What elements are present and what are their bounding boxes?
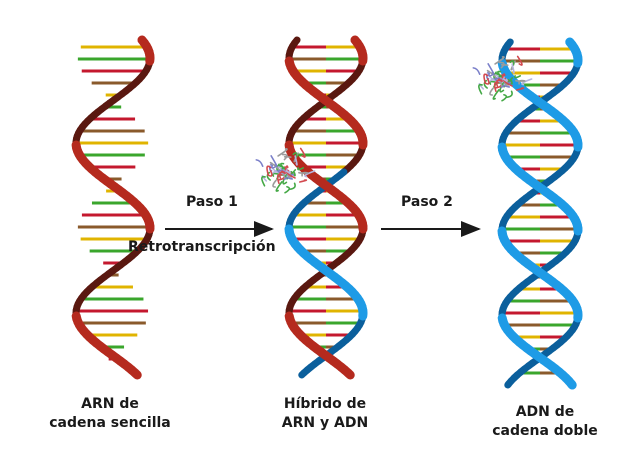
protein-ribbon: [294, 155, 298, 166]
protein-ribbon: [493, 81, 500, 93]
protein-ribbon: [266, 165, 272, 177]
protein-ribbon: [284, 169, 291, 174]
caption-line: cadena doble: [492, 423, 598, 439]
protein-ribbon: [272, 170, 279, 174]
step2-label: Paso 2: [401, 194, 453, 210]
helix-strand-segment: [343, 368, 355, 380]
protein-ribbon: [494, 56, 505, 65]
protein-ribbon: [501, 77, 508, 82]
protein-ribbon: [277, 148, 288, 157]
protein-ribbon: [292, 152, 298, 158]
reverse-transcriptase-protein-icon: [472, 55, 533, 102]
helix-strand-segment: [504, 380, 513, 389]
protein-ribbon: [478, 83, 483, 95]
protein-ribbon: [501, 73, 506, 79]
protein-ribbon: [301, 171, 309, 177]
caption-line: ARN de: [81, 396, 139, 412]
protein-ribbon: [489, 87, 494, 96]
caption-single-rna: ARN de cadena sencilla: [20, 395, 200, 433]
protein-ribbon: [509, 60, 515, 66]
protein-ribbon: [255, 159, 264, 168]
protein-ribbon: [298, 179, 308, 183]
protein-ribbon: [281, 153, 288, 161]
protein-ribbon: [275, 181, 283, 192]
reverse-transcriptase-protein-icon: [255, 147, 316, 194]
helix-strand-segment: [566, 379, 577, 390]
protein-ribbon: [514, 75, 522, 79]
step1-subtitle: Retrotranscripción: [128, 239, 276, 255]
rna-dna-hybrid-helix: [284, 35, 368, 380]
step1-label: Paso 1: [186, 194, 238, 210]
protein-ribbon: [304, 170, 316, 178]
protein-ribbon: [278, 164, 286, 170]
protein-ribbon: [501, 93, 508, 102]
caption-double-dna: ADN de cadena doble: [460, 403, 630, 441]
protein-ribbon: [516, 55, 523, 66]
protein-ribbon: [488, 72, 495, 77]
helix-strand-segment: [130, 368, 142, 380]
caption-line: cadena sencilla: [49, 415, 171, 431]
protein-ribbon: [499, 86, 505, 93]
protein-ribbon: [518, 79, 526, 85]
protein-ribbon: [492, 89, 500, 100]
caption-hybrid: Híbrido de ARN y ADN: [240, 395, 410, 433]
protein-ribbon: [495, 79, 502, 87]
protein-ribbon: [282, 172, 286, 179]
protein-ribbon: [278, 171, 285, 179]
protein-ribbon: [511, 63, 515, 74]
protein-ribbon: [498, 61, 505, 69]
protein-ribbon: [472, 67, 481, 76]
protein-ribbon: [271, 164, 278, 169]
caption-line: ADN de: [515, 404, 575, 420]
helix-strand-segment: [298, 369, 308, 379]
protein-ribbon: [499, 80, 503, 87]
protein-ribbon: [515, 87, 525, 91]
protein-ribbon: [288, 182, 296, 191]
protein-ribbon: [270, 155, 278, 167]
caption-line: Híbrido de: [283, 396, 367, 412]
single-strand-rna-helix: [71, 35, 155, 380]
protein-ribbon: [276, 173, 283, 185]
protein-ribbon: [284, 165, 289, 171]
protein-ribbon: [299, 147, 306, 158]
protein-ribbon: [261, 175, 266, 187]
protein-ribbon: [282, 178, 288, 185]
protein-ribbon: [495, 72, 503, 78]
caption-line: ARN y ADN: [281, 415, 369, 431]
double-strand-dna-helix: [497, 37, 583, 390]
protein-ribbon: [272, 179, 277, 188]
protein-ribbon: [483, 73, 489, 85]
protein-ribbon: [489, 78, 496, 82]
protein-ribbon: [521, 78, 533, 86]
protein-ribbon: [505, 90, 513, 99]
protein-ribbon: [297, 167, 305, 171]
protein-ribbon: [284, 185, 291, 194]
protein-ribbon: [487, 63, 495, 75]
